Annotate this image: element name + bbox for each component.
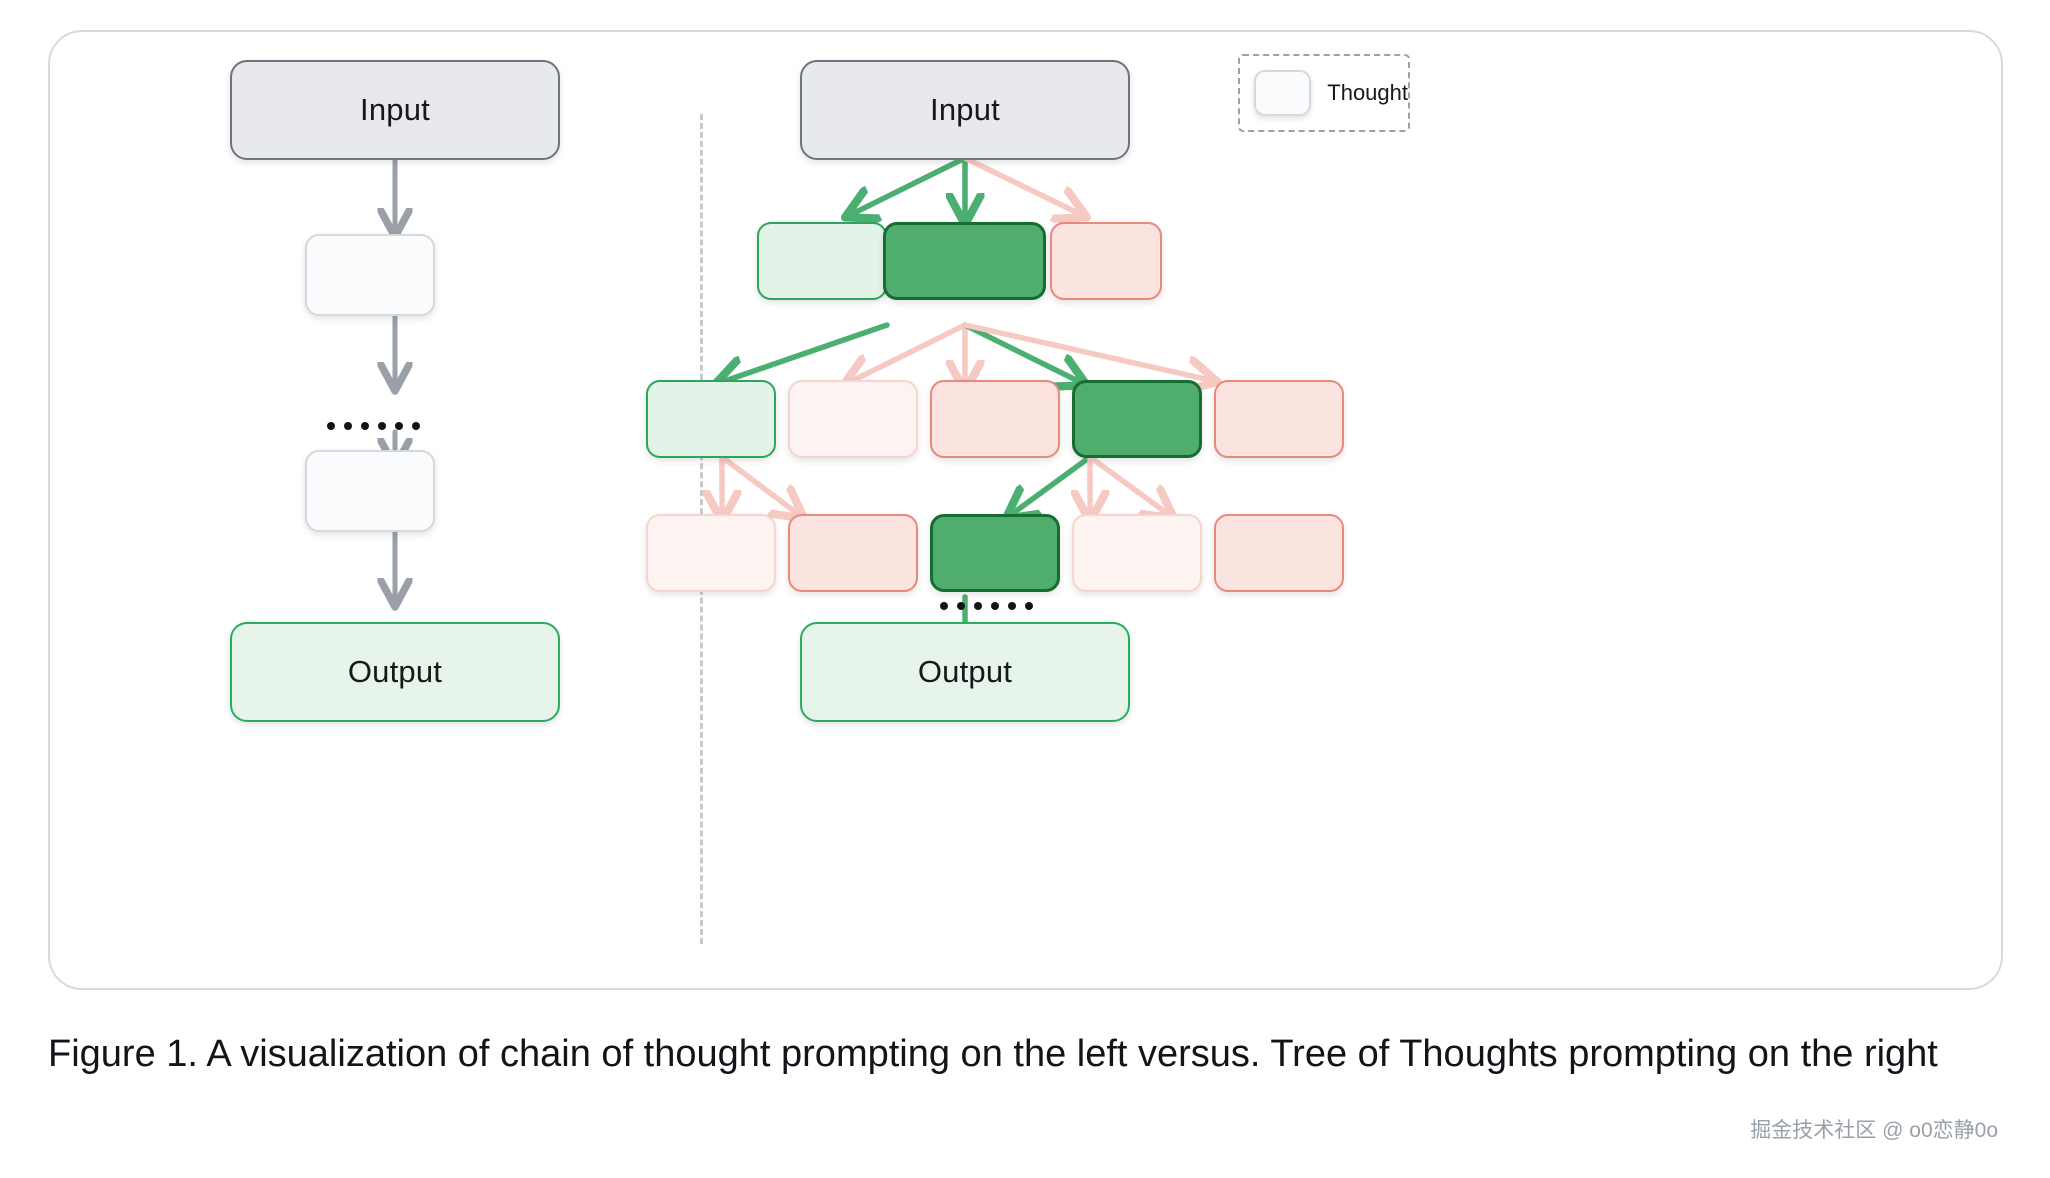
cot-thought-node-1[interactable] (305, 234, 435, 316)
legend: Thought (1238, 54, 1410, 132)
cot-input-node[interactable]: Input (230, 60, 560, 160)
tot-node-l1-n2[interactable] (883, 222, 1046, 300)
tot-node-l3-n5[interactable] (1214, 514, 1344, 592)
cot-output-node[interactable]: Output (230, 622, 560, 722)
tot-arrows-l0-l1 (852, 155, 1080, 217)
tot-node-l2-n5[interactable] (1214, 380, 1344, 458)
tot-arrows-l2-l3 (722, 454, 1168, 514)
tot-node-l2-n3[interactable] (930, 380, 1060, 458)
tot-node-l1-n3[interactable] (1050, 222, 1162, 300)
cot-ellipsis (327, 422, 420, 430)
tot-input-node[interactable]: Input (800, 60, 1130, 160)
tot-output-label: Output (917, 654, 1013, 689)
legend-thought-label: Thought (1327, 80, 1408, 105)
tot-node-l3-n3[interactable] (930, 514, 1060, 592)
cot-input-label: Input (360, 92, 430, 127)
tot-node-l3-n4[interactable] (1072, 514, 1202, 592)
tot-node-l1-n1[interactable] (757, 222, 887, 300)
tot-ellipsis (940, 602, 1033, 610)
tot-node-l2-n2[interactable] (788, 380, 918, 458)
tot-output-node[interactable]: Output (800, 622, 1130, 722)
legend-thought-swatch (1254, 70, 1312, 116)
tot-node-l3-n2[interactable] (788, 514, 918, 592)
figure-caption: Figure 1. A visualization of chain of th… (48, 1033, 1938, 1075)
tot-input-label: Input (930, 92, 1000, 127)
tot-arrows-l1-l2 (722, 322, 1210, 384)
cot-thought-node-2[interactable] (305, 450, 435, 532)
watermark: 掘金技术社区 @ o0恋静0o (1750, 1119, 1998, 1142)
tot-node-l3-n1[interactable] (646, 514, 776, 592)
figure-card: Input Output Input (48, 30, 2003, 990)
tot-node-l2-n4[interactable] (1072, 380, 1202, 458)
tot-node-l2-n1[interactable] (646, 380, 776, 458)
cot-output-label: Output (347, 654, 443, 689)
